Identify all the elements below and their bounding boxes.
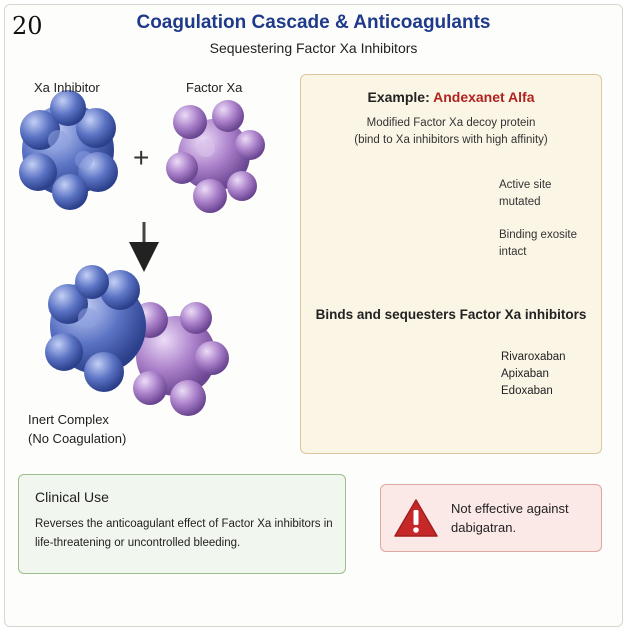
active-site-line1: Active site — [499, 179, 552, 191]
example-desc-line2: (bind to Xa inhibitors with high affinit… — [354, 134, 548, 146]
example-description: Modified Factor Xa decoy protein (bind t… — [301, 115, 601, 149]
slide-number: 20 — [12, 12, 43, 40]
page-subtitle: Sequestering Factor Xa Inhibitors — [209, 40, 418, 56]
binds-title: Binds and sequesters Factor Xa inhibitor… — [315, 307, 587, 322]
plus-sign: + — [133, 142, 150, 173]
drug-item: Rivaroxaban — [501, 351, 566, 363]
example-panel: Example: Andexanet Alfa Modified Factor … — [300, 74, 602, 454]
warning-line1: Not effective against — [451, 501, 569, 516]
example-desc-line1: Modified Factor Xa decoy protein — [366, 117, 536, 129]
factor-xa-molecule — [166, 100, 265, 213]
inert-complex-line1: Inert Complex — [28, 412, 109, 427]
exosite-line1: Binding exosite — [499, 229, 577, 241]
inhibitor-drug-list: Rivaroxaban Apixaban Edoxaban — [501, 349, 566, 400]
clinical-use-panel: Clinical Use Reverses the anticoagulant … — [18, 474, 346, 574]
example-title-prefix: Example: — [367, 89, 434, 105]
warning-line2: dabigatran. — [451, 520, 517, 535]
clinical-use-text: Reverses the anticoagulant effect of Fac… — [35, 518, 333, 549]
warning-panel: Not effective against dabigatran. — [380, 484, 602, 552]
inert-complex-label: Inert Complex (No Coagulation) — [28, 410, 228, 448]
drug-item: Edoxaban — [501, 385, 553, 397]
exosite-annotation: Binding exosite intact — [499, 227, 577, 261]
page-title: Coagulation Cascade & Anticoagulants — [136, 12, 491, 33]
clinical-use-title: Clinical Use — [35, 489, 109, 505]
active-site-annotation: Active site mutated — [499, 177, 551, 211]
inert-complex-molecule — [45, 265, 229, 416]
xa-inhibitor-molecule — [19, 90, 118, 210]
warning-text: Not effective against dabigatran. — [451, 499, 596, 537]
example-drug-name: Andexanet Alfa — [433, 89, 535, 105]
inert-complex-line2: (No Coagulation) — [28, 431, 127, 446]
drug-item: Apixaban — [501, 368, 549, 380]
factor-xa-label: Factor Xa — [186, 80, 243, 95]
active-site-line2: mutated — [499, 196, 541, 208]
warning-icon — [394, 499, 438, 537]
exosite-line2: intact — [499, 246, 527, 258]
example-title: Example: Andexanet Alfa — [301, 89, 601, 105]
xa-inhibitor-label: Xa Inhibitor — [34, 80, 100, 95]
